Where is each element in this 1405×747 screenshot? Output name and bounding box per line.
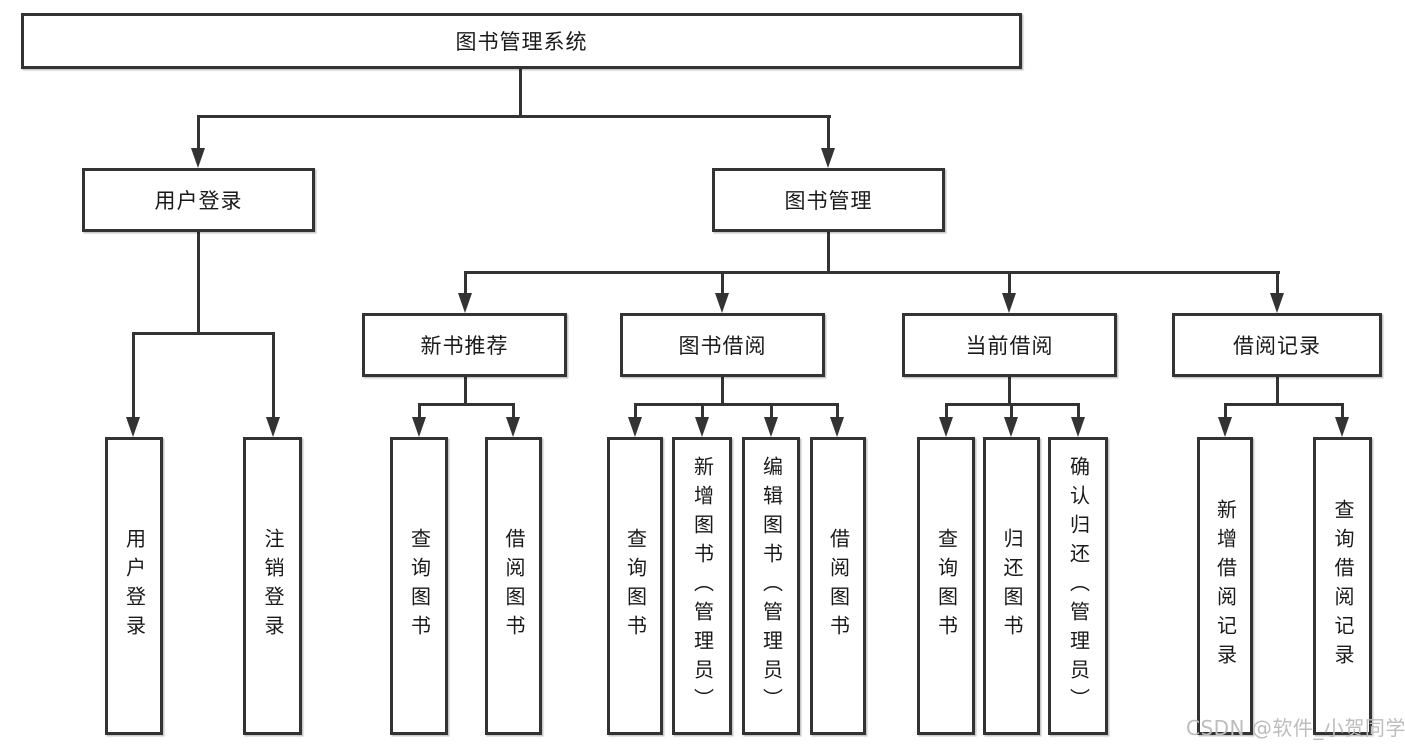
connector-drop-user-login xyxy=(197,115,200,150)
connector-drop-br-query xyxy=(1341,403,1344,419)
connector-drop-cur-borrow xyxy=(1008,271,1011,295)
leaf-label: 借阅图书 xyxy=(826,528,851,644)
leaf-query-book-newrec: 查询图书 xyxy=(390,437,448,735)
node-label: 图书管理 xyxy=(784,189,873,213)
node-label: 当前借阅 xyxy=(965,334,1054,358)
connector-drop-book-borrow xyxy=(721,271,724,295)
connector-drop-cb-confirm xyxy=(1077,403,1080,419)
connector-bookmgmt-rail xyxy=(464,271,1280,274)
leaf-label: 查询借阅记录 xyxy=(1331,499,1355,673)
arrow-down-bb-edit xyxy=(764,417,778,437)
arrow-down-bb-borrow xyxy=(830,417,844,437)
connector-newbook-rail xyxy=(418,403,515,406)
connector-drop-book-mgmt xyxy=(827,115,830,150)
connector-drop-br-add xyxy=(1224,403,1227,419)
leaf-logout-login: 注销登录 xyxy=(243,437,302,735)
arrow-down-leaf-logout xyxy=(266,417,280,437)
arrow-down-borrow-rec xyxy=(1270,293,1284,313)
arrow-down-bb-add xyxy=(695,417,709,437)
leaf-label: 借阅图书 xyxy=(502,528,526,644)
connector-drop-new-book xyxy=(464,271,467,295)
connector-drop-bb-query xyxy=(634,403,637,419)
leaf-label: 新增借阅记录 xyxy=(1213,499,1238,673)
leaf-add-book-admin: 新增图书（管理员） xyxy=(672,437,732,735)
connector-drop-nb-query xyxy=(418,403,421,419)
arrow-down-book-borrow xyxy=(715,293,729,313)
leaf-label: 编辑图书（管理员） xyxy=(759,455,784,717)
leaf-confirm-return-admin: 确认归还（管理员） xyxy=(1048,437,1108,735)
leaf-label: 确认归还（管理员） xyxy=(1066,455,1091,717)
leaf-label: 查询图书 xyxy=(407,528,432,644)
arrow-down-cb-confirm xyxy=(1071,417,1085,437)
leaf-label: 查询图书 xyxy=(623,528,648,644)
arrow-down-br-add xyxy=(1218,417,1232,437)
arrow-down-cb-query xyxy=(939,417,953,437)
node-label: 用户登录 xyxy=(154,189,243,213)
leaf-label: 新增图书（管理员） xyxy=(690,455,715,717)
connector-drop-cb-query xyxy=(945,403,948,419)
leaf-borrow-book-newrec: 借阅图书 xyxy=(485,437,542,735)
connector-drop-borrow-rec xyxy=(1276,271,1279,295)
arrow-down-user-login xyxy=(191,148,205,168)
node-book-management: 图书管理 xyxy=(712,168,945,232)
node-label: 新书推荐 xyxy=(420,334,509,358)
connector-drop-leaf-logout xyxy=(272,332,275,419)
leaf-query-borrow-record: 查询借阅记录 xyxy=(1313,437,1372,735)
leaf-add-borrow-record: 新增借阅记录 xyxy=(1197,437,1253,735)
leaf-query-book-current: 查询图书 xyxy=(917,437,975,735)
connector-borrowrec-stem xyxy=(1276,377,1279,406)
connector-root-stem xyxy=(519,69,522,118)
connector-bookborrow-stem xyxy=(721,377,724,406)
connector-bookborrow-rail xyxy=(634,403,839,406)
leaf-user-login: 用户登录 xyxy=(105,437,163,735)
connector-drop-cb-return xyxy=(1010,403,1013,419)
connector-drop-bb-edit xyxy=(770,403,773,419)
connector-userlogin-stem xyxy=(197,232,200,335)
node-new-book-recommend: 新书推荐 xyxy=(362,313,567,377)
arrow-down-nb-borrow xyxy=(506,417,520,437)
arrow-down-br-query xyxy=(1335,417,1349,437)
arrow-down-book-mgmt xyxy=(821,148,835,168)
connector-userlogin-rail xyxy=(132,332,275,335)
leaf-label: 查询图书 xyxy=(934,528,959,644)
arrow-down-new-book xyxy=(458,293,472,313)
node-current-borrow: 当前借阅 xyxy=(902,313,1117,377)
connector-drop-nb-borrow xyxy=(512,403,515,419)
connector-borrowrec-rail xyxy=(1224,403,1344,406)
connector-bookmgmt-stem xyxy=(827,232,830,274)
node-label: 图书管理系统 xyxy=(455,30,588,54)
arrow-down-cur-borrow xyxy=(1002,293,1016,313)
node-book-borrow: 图书借阅 xyxy=(620,313,825,377)
connector-drop-leaf-user-login xyxy=(132,332,135,419)
leaf-borrow-book-borrowsec: 借阅图书 xyxy=(810,437,866,735)
leaf-label: 注销登录 xyxy=(261,528,285,644)
connector-curborrow-stem xyxy=(1008,377,1011,406)
csdn-watermark: CSDN @软件_小贺同学 xyxy=(1186,716,1405,740)
arrow-down-cb-return xyxy=(1004,417,1018,437)
arrow-down-leaf-user-login xyxy=(126,417,140,437)
connector-newbook-stem xyxy=(464,377,467,406)
node-label: 图书借阅 xyxy=(678,334,767,358)
leaf-return-book: 归还图书 xyxy=(983,437,1040,735)
connector-drop-bb-borrow xyxy=(836,403,839,419)
node-label: 借阅记录 xyxy=(1233,334,1321,358)
leaf-edit-book-admin: 编辑图书（管理员） xyxy=(742,437,800,735)
node-user-login: 用户登录 xyxy=(82,168,315,232)
arrow-down-bb-query xyxy=(628,417,642,437)
node-root-library-system: 图书管理系统 xyxy=(21,13,1022,69)
leaf-label: 用户登录 xyxy=(122,528,147,644)
connector-drop-bb-add xyxy=(701,403,704,419)
leaf-label: 归还图书 xyxy=(1000,528,1024,644)
arrow-down-nb-query xyxy=(412,417,426,437)
connector-root-rail xyxy=(197,115,831,118)
leaf-query-book-borrowsec: 查询图书 xyxy=(607,437,663,735)
node-borrow-record: 借阅记录 xyxy=(1172,313,1382,377)
